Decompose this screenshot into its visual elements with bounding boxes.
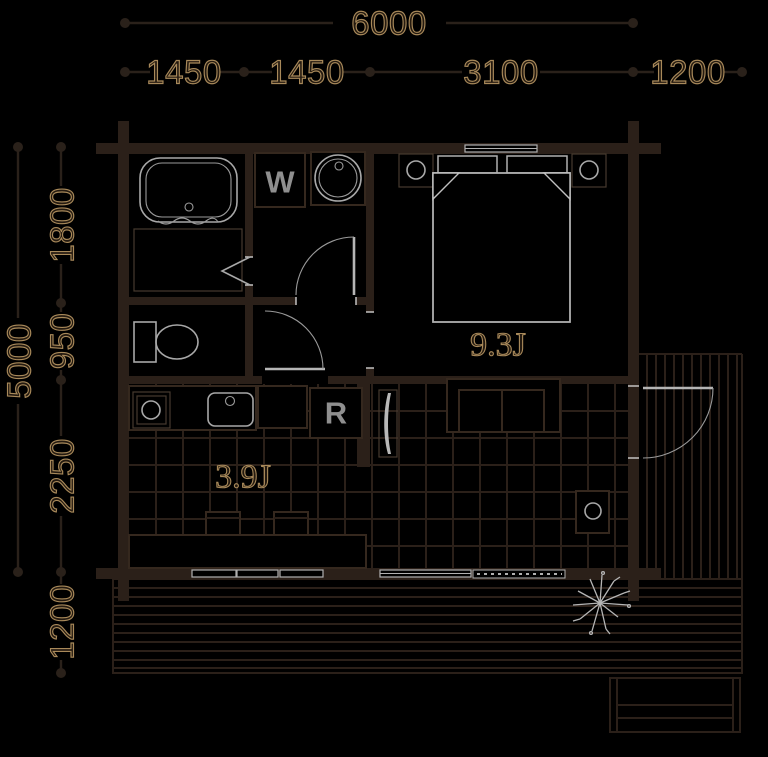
pillow <box>506 155 568 174</box>
toilet-bowl <box>155 324 199 360</box>
dim-left-seg-2: 950 <box>44 313 81 370</box>
living-room <box>378 378 714 534</box>
stove-burner-icon <box>141 400 161 420</box>
dim-dot <box>628 18 638 28</box>
dimension-row-width-segments: 1450 1450 3100 1200 <box>120 53 747 91</box>
exterior-walls <box>96 121 661 601</box>
kitchen-windows <box>191 569 324 578</box>
washbasin-faucet <box>334 161 344 171</box>
dim-top-seg-3: 3100 <box>463 54 538 91</box>
washroom-door-swing <box>295 236 355 296</box>
dim-top-seg-1: 1450 <box>146 54 221 91</box>
pillow <box>437 155 498 174</box>
dimension-col-height-segments: 1800 950 2250 1200 <box>43 142 81 678</box>
deck-steps <box>609 677 741 733</box>
dimension-col-overall-height: 5000 <box>0 142 38 577</box>
nightstand-right <box>571 153 607 188</box>
log-end <box>96 568 118 579</box>
side-deck <box>639 353 743 579</box>
shower-floor <box>133 228 243 292</box>
sink-faucet <box>224 395 236 407</box>
kitchen-size-label: 3.9J <box>215 459 271 496</box>
sheet-fold <box>542 172 571 201</box>
tv-stand <box>378 389 398 458</box>
log-end <box>118 579 129 601</box>
log-end <box>628 579 639 601</box>
log-end <box>118 121 129 143</box>
toilet-tank <box>133 321 157 363</box>
bathtub <box>139 157 238 223</box>
hall <box>264 310 325 371</box>
refrigerator <box>309 387 363 439</box>
front-deck <box>112 578 743 674</box>
sofa-seat <box>501 389 545 433</box>
kitchen-sink <box>207 392 254 427</box>
log-end <box>628 121 639 143</box>
door-jambs <box>245 256 639 459</box>
stove <box>132 391 171 429</box>
stool <box>205 511 241 536</box>
dim-top-overall: 6000 <box>351 5 426 42</box>
bathtub-drain <box>184 202 194 212</box>
entrance-sliding-door <box>472 569 566 579</box>
living-window <box>379 569 472 578</box>
hall-door-swing <box>264 310 324 370</box>
washbasin-counter <box>310 151 366 206</box>
dim-top-seg-2: 1450 <box>269 54 344 91</box>
bottom-counter <box>128 534 367 569</box>
log-end <box>639 143 661 154</box>
lamp-icon <box>579 160 599 180</box>
dim-left-overall: 5000 <box>1 323 38 398</box>
washbasin-icon <box>314 154 362 202</box>
dim-top-seg-4: 1200 <box>650 54 725 91</box>
plant-icon <box>572 570 632 636</box>
bedroom: 9.3J <box>398 153 607 364</box>
bath-folding-door <box>220 256 251 286</box>
washing-machine-label: W <box>265 165 295 200</box>
table-lamp-icon <box>584 502 602 520</box>
counter-segment <box>257 385 308 429</box>
bed <box>432 172 571 323</box>
tv-icon <box>384 393 391 454</box>
washroom: W <box>254 151 366 296</box>
sheet-fold <box>432 172 461 201</box>
side-table <box>575 490 610 534</box>
bathroom <box>133 157 251 292</box>
stool <box>273 511 309 536</box>
log-end <box>96 143 118 154</box>
log-end <box>639 568 661 579</box>
nightstand-left <box>398 153 434 188</box>
refrigerator-label: R <box>325 396 347 431</box>
dim-dot <box>120 18 130 28</box>
lamp-icon <box>406 160 426 180</box>
deck-door-swing <box>642 387 714 459</box>
dim-left-seg-3: 2250 <box>44 438 81 513</box>
toilet-room <box>133 321 199 363</box>
kitchen: R 3.9J <box>128 385 367 569</box>
dimension-row-overall-width: 6000 <box>120 4 638 42</box>
bath-mat <box>157 217 219 225</box>
bedroom-size-label: 9.3J <box>470 327 526 364</box>
windows <box>191 144 566 579</box>
bedroom-window <box>464 144 538 153</box>
dim-left-seg-1: 1800 <box>44 187 81 262</box>
dim-left-seg-4: 1200 <box>44 584 81 659</box>
washing-machine <box>254 152 306 208</box>
sofa-seat <box>458 389 503 433</box>
